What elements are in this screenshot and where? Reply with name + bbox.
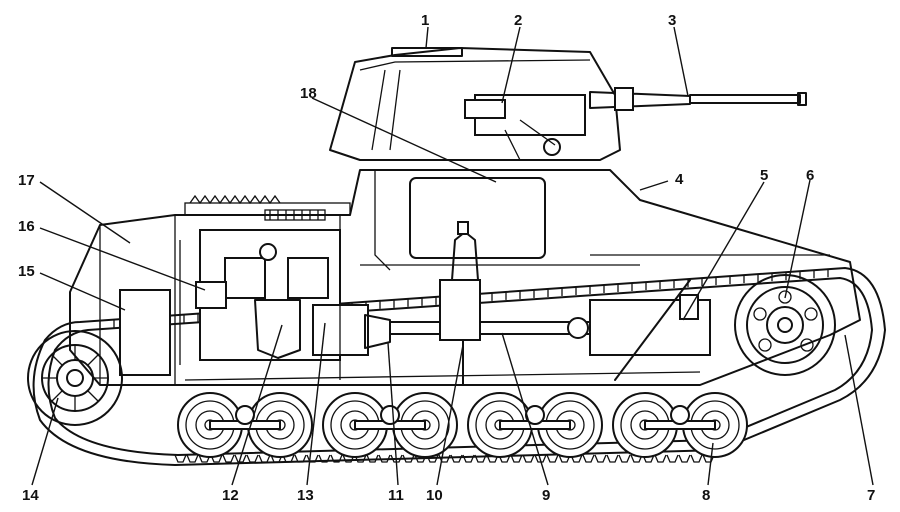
part-labels: 1 2 3 4 5 6 7 8 9 10 11 12 13 14 15 16 1…: [18, 12, 875, 504]
part-label-1: 1: [421, 12, 429, 29]
turret: [329, 47, 807, 161]
leader-lines: [31, 26, 874, 486]
part-label-11: 11: [388, 487, 404, 504]
part-label-9: 9: [542, 487, 550, 504]
drive-sprocket: [734, 274, 836, 376]
part-label-2: 2: [514, 12, 522, 29]
part-label-4: 4: [675, 171, 684, 188]
part-label-16: 16: [18, 218, 35, 235]
bogie-pivot: [670, 405, 690, 425]
drive-train: [389, 221, 711, 386]
bogie-pivot: [380, 405, 400, 425]
part-label-5: 5: [760, 167, 768, 184]
part-label-17: 17: [18, 172, 35, 189]
part-label-7: 7: [867, 487, 875, 504]
hull: [69, 169, 861, 386]
part-label-6: 6: [806, 167, 814, 184]
part-label-18: 18: [300, 85, 317, 102]
part-label-3: 3: [668, 12, 676, 29]
road-wheels: [177, 392, 748, 458]
part-label-15: 15: [18, 263, 35, 280]
idler-wheel: [27, 330, 123, 426]
part-label-14: 14: [22, 487, 39, 504]
bogie-pivot: [525, 405, 545, 425]
part-label-12: 12: [222, 487, 239, 504]
engine-compartment: [119, 215, 391, 380]
part-label-13: 13: [297, 487, 314, 504]
part-label-10: 10: [426, 487, 443, 504]
part-label-8: 8: [702, 487, 710, 504]
